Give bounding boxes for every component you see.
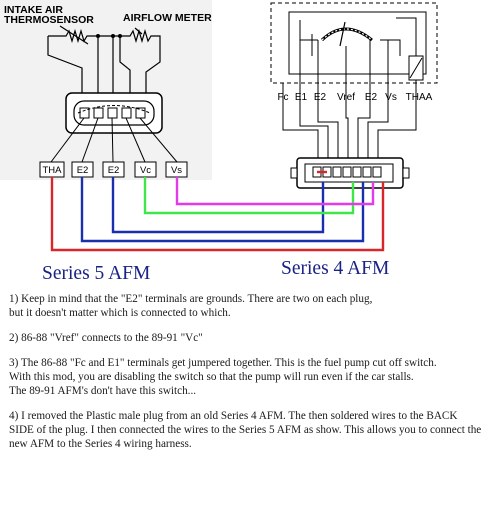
wire-tha-to-thaa [50, 177, 385, 252]
pin-label-thaa: THAA [406, 92, 433, 103]
series5-sensor-schematic: INTAKE AIR THERMOSENSOR AIRFLOW METER [0, 0, 212, 180]
pin-label-tha: THA [43, 165, 63, 176]
pin-label-fc: Fc [277, 92, 288, 103]
pin-leader-lines [50, 117, 178, 163]
series4-terminal-leads [282, 40, 417, 158]
wiper-arrow [134, 27, 143, 35]
wire-e2-to-e2 [111, 177, 325, 234]
pin-label-e2: E2 [108, 165, 120, 176]
series5-pin-labels: THA E2 E2 Vc Vs [39, 161, 188, 178]
note-item: 3) The 86-88 "Fc and E1" terminals get j… [9, 357, 437, 397]
pin-label-vs: Vs [385, 92, 397, 103]
internal-wiring [47, 36, 161, 95]
pin-label-e2: E2 [77, 165, 89, 176]
airflow-resistor-symbol [98, 28, 161, 48]
wire-vs-to-vs [175, 177, 375, 206]
series4-sensor-schematic: Fc E1 E2 Vref E2 Vs THAA [270, 2, 438, 189]
intake-label-line1: INTAKE AIR [4, 4, 63, 16]
jumper-wires [50, 177, 385, 252]
schematic-background [0, 0, 212, 180]
series4-title: Series 4 AFM [281, 258, 389, 279]
potentiometer-wiper [339, 21, 346, 47]
thermistor-arrow [59, 25, 89, 45]
pin-label-e1: E1 [295, 92, 308, 103]
pin-label-vs: Vs [171, 165, 182, 176]
series5-title: Series 5 AFM [42, 263, 150, 284]
note-item: 1) Keep in mind that the "E2" terminals … [9, 293, 373, 319]
notes-section: 1) Keep in mind that the "E2" terminals … [9, 292, 485, 451]
series4-pin-labels: Fc E1 E2 Vref E2 Vs THAA [277, 92, 432, 103]
switch-contact [299, 20, 318, 41]
pin-label-e2: E2 [314, 92, 327, 103]
sensor-inner-frame [288, 11, 427, 75]
pin-label-vref: Vref [337, 92, 355, 103]
pin-label-e2: E2 [365, 92, 378, 103]
note-item: 4) I removed the Plastic male plug from … [9, 410, 482, 450]
note-item: 2) 86-88 "Vref" connects to the 89-91 "V… [9, 332, 203, 344]
series5-connector-housing [65, 92, 163, 134]
wire-e2-to-e2 [80, 177, 365, 243]
wire-vc-to-vref [143, 177, 355, 215]
sensor-dashed-enclosure [270, 2, 438, 84]
pin-label-vc: Vc [140, 165, 151, 176]
airflow-meter-label: AIRFLOW METER [123, 12, 212, 24]
series4-connector-plug [290, 157, 410, 189]
intake-label-line2: THERMOSENSOR [4, 14, 94, 26]
